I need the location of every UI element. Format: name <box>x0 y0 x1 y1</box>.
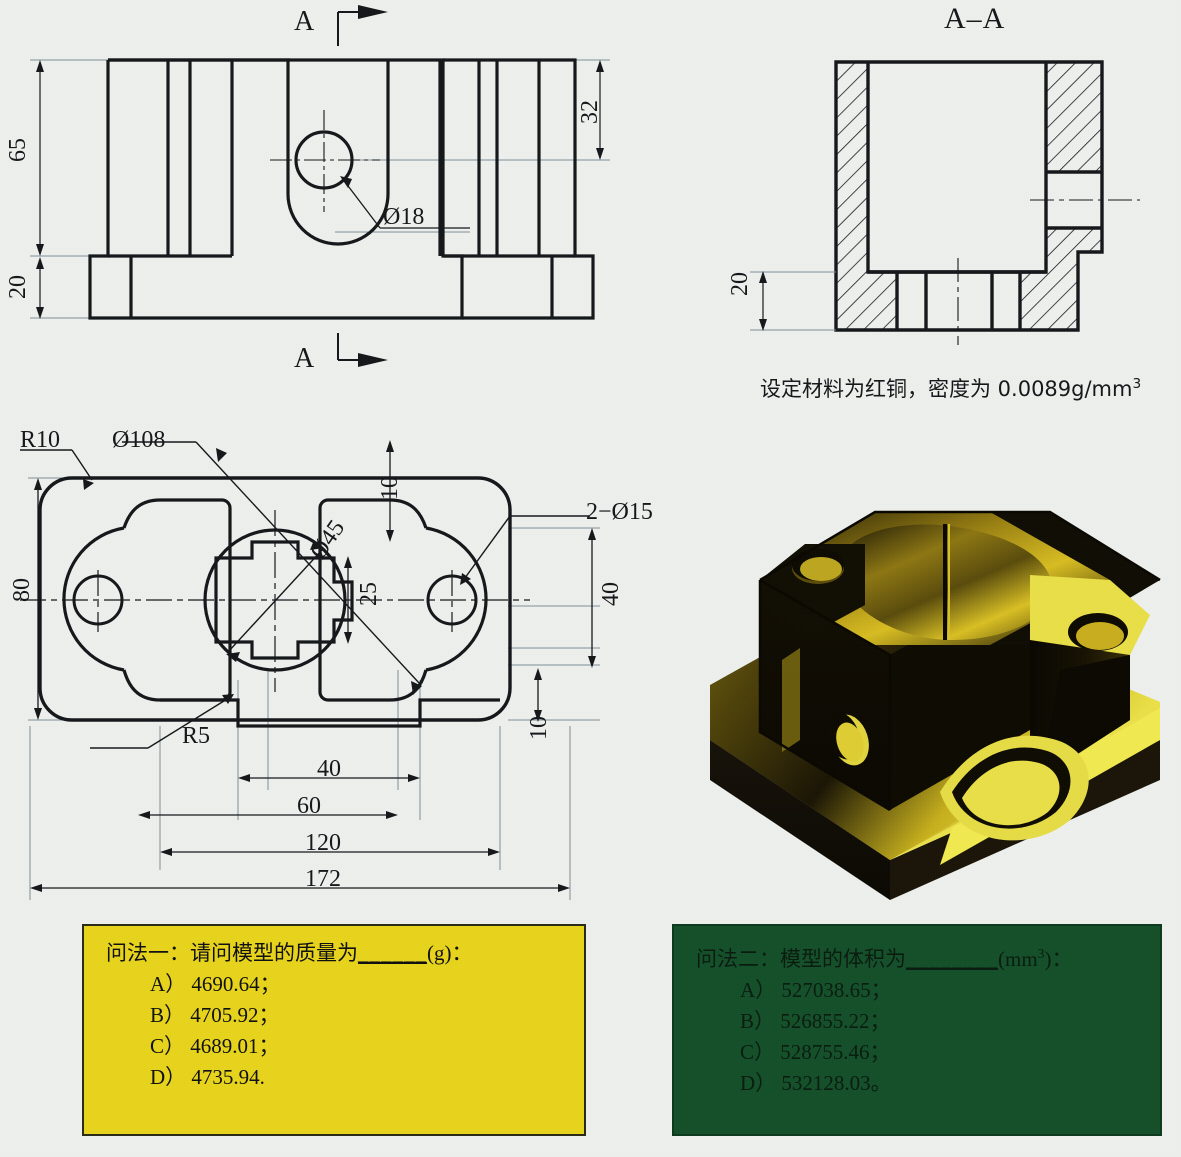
option-b-key: B） <box>150 1003 186 1027</box>
option-a-key: A） <box>740 978 777 1002</box>
option-b-value: 526855.22； <box>780 1009 891 1033</box>
question-one-box: 问法一：请问模型的质量为______(g)： A） 4690.64； B） 47… <box>82 924 586 1136</box>
question-one-option-b[interactable]: B） 4705.92； <box>84 1000 584 1031</box>
option-a-key: A） <box>150 972 187 996</box>
option-d-value: 532128.03。 <box>781 1071 892 1095</box>
question-two-unit-post: )： <box>1044 947 1073 971</box>
question-two-option-b[interactable]: B） 526855.22； <box>674 1006 1160 1037</box>
question-two-box: 问法二：模型的体积为________(mm3)： A） 527038.65； B… <box>672 924 1162 1136</box>
question-one-title: 问法一：请问模型的质量为______(g)： <box>84 938 584 969</box>
option-c-key: C） <box>740 1040 776 1064</box>
option-a-value: 4690.64； <box>191 972 281 996</box>
dim-top-pocket-60: 60 <box>297 793 321 819</box>
question-one-option-c[interactable]: C） 4689.01； <box>84 1031 584 1062</box>
question-one-title-prefix: 问法一：请问模型的质量为 <box>106 941 358 965</box>
option-c-value: 528755.46； <box>780 1040 891 1064</box>
dim-front-base-20: 20 <box>5 275 31 299</box>
dim-top-hole-spacing-40: 40 <box>598 582 624 606</box>
dim-top-r10: R10 <box>20 427 61 453</box>
option-c-key: C） <box>150 1034 186 1058</box>
dim-top-dia-108: Ø108 <box>112 427 166 453</box>
option-b-value: 4705.92； <box>190 1003 280 1027</box>
question-one-title-suffix: (g)： <box>427 941 473 965</box>
question-one-option-d[interactable]: D） 4735.94. <box>84 1062 584 1093</box>
dim-front-bore-dia-18: Ø18 <box>383 204 425 230</box>
dim-top-hole-span-120: 120 <box>305 830 341 856</box>
question-one-blank: ______ <box>358 941 427 965</box>
dim-top-width-80: 80 <box>9 578 35 602</box>
option-d-key: D） <box>150 1065 187 1089</box>
dim-front-height-65: 65 <box>5 138 31 162</box>
model-render-3d <box>710 510 1161 900</box>
question-two-blank: ________ <box>906 947 998 971</box>
dim-top-length-172: 172 <box>305 866 341 892</box>
section-view-title: A–A <box>944 2 1006 35</box>
option-a-value: 527038.65； <box>781 978 892 1002</box>
question-two-unit-pre: (mm <box>998 947 1038 971</box>
question-two-option-a[interactable]: A） 527038.65； <box>674 975 1160 1006</box>
dim-front-bore-32: 32 <box>577 100 603 124</box>
option-d-key: D） <box>740 1071 777 1095</box>
question-two-option-d[interactable]: D） 532128.03。 <box>674 1068 1160 1099</box>
material-note-superscript: 3 <box>1132 376 1142 392</box>
front-view <box>30 5 610 367</box>
dim-top-rib-10-upper: 10 <box>377 476 403 500</box>
material-note-text: 设定材料为红铜，密度为 0.0089g/mm <box>760 377 1133 401</box>
option-d-value: 4735.94. <box>191 1065 265 1089</box>
dim-top-notch-40: 40 <box>317 756 341 782</box>
material-note: 设定材料为红铜，密度为 0.0089g/mm3 <box>760 376 1142 401</box>
section-view <box>750 60 1140 345</box>
question-two-unit-superscript: 3 <box>1037 946 1045 961</box>
dim-top-two-holes-15: 2−Ø15 <box>586 499 653 525</box>
section-marker-a-bottom: A <box>294 343 315 374</box>
question-two-title-prefix: 问法二：模型的体积为 <box>696 947 906 971</box>
question-one-option-a[interactable]: A） 4690.64； <box>84 969 584 1000</box>
question-two-title: 问法二：模型的体积为________(mm3)： <box>674 938 1160 975</box>
section-marker-a-top: A <box>294 6 315 37</box>
top-view <box>20 440 600 900</box>
dim-top-rib-10-lower: 10 <box>526 716 552 740</box>
dim-top-slot-25: 25 <box>356 582 382 606</box>
option-b-key: B） <box>740 1009 776 1033</box>
dim-top-r5: R5 <box>182 723 211 749</box>
option-c-value: 4689.01； <box>190 1034 280 1058</box>
dim-section-base-20: 20 <box>727 272 753 296</box>
question-two-option-c[interactable]: C） 528755.46； <box>674 1037 1160 1068</box>
